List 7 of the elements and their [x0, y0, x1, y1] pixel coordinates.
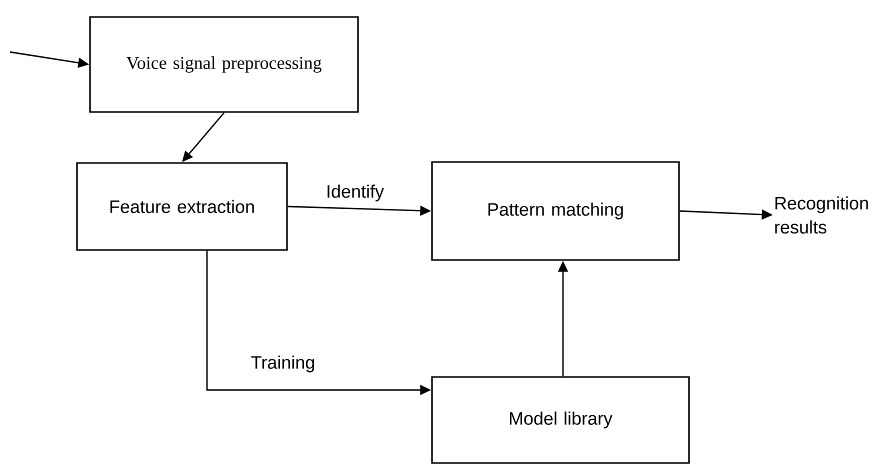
process-box: Model library [431, 376, 690, 464]
process-box: Feature extraction [76, 162, 288, 251]
process-box: Pattern matching [431, 161, 680, 261]
edge-label: Training [251, 356, 314, 372]
edge-label: Identify [328, 184, 384, 202]
process-box: Voice signal preprocessing [89, 16, 359, 113]
result-text: Recognition results [775, 196, 868, 234]
